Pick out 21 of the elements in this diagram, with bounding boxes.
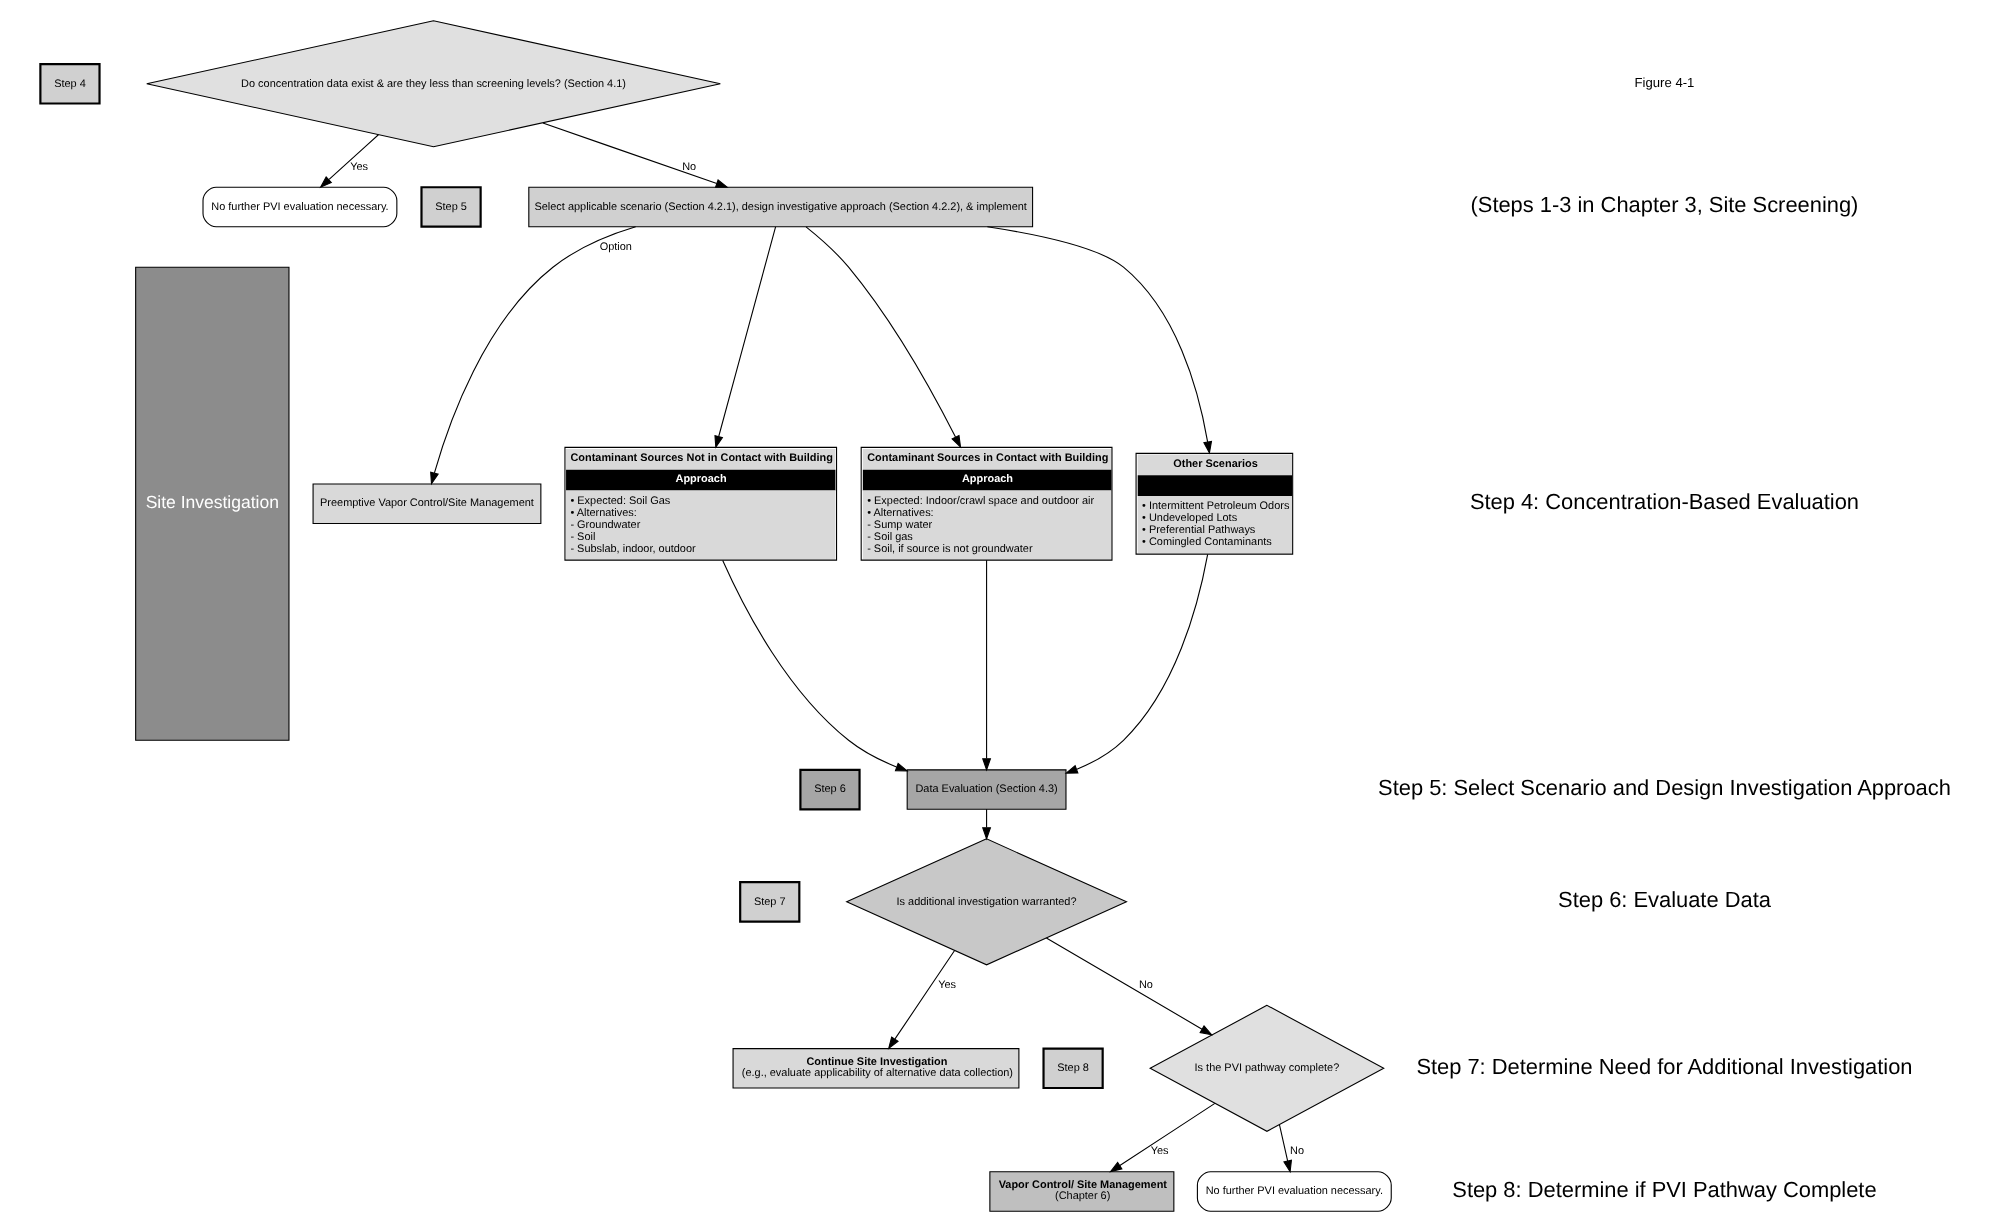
arrow — [1109, 1102, 1216, 1173]
arrow — [1278, 1124, 1293, 1174]
arrow — [981, 808, 992, 841]
label: Step 4: Concentration-Based Evaluation — [1469, 491, 1860, 516]
arrow — [805, 226, 962, 449]
arrow — [986, 226, 1213, 455]
node-box: Site Investigation — [135, 266, 290, 741]
arrow — [714, 226, 777, 449]
label: Step 6: Evaluate Data — [1558, 889, 1771, 914]
arrow — [722, 560, 909, 772]
label: Step 7: Determine Need for Additional Investigation — [1416, 1055, 1913, 1080]
arrow — [319, 134, 379, 189]
arrow — [1045, 937, 1213, 1036]
label: Step 5: Select Scenario and Design Investigation Approach — [1378, 777, 1951, 802]
arrow — [1064, 553, 1209, 774]
arrow — [430, 226, 637, 486]
arrow — [981, 559, 992, 772]
arrow — [542, 122, 729, 188]
label: Step 8: Determine if PVI Pathway Complete — [1452, 1178, 1877, 1203]
label: (Steps 1-3 in Chapter 3, Site Screening) — [1470, 194, 1859, 219]
arrow — [887, 949, 956, 1050]
